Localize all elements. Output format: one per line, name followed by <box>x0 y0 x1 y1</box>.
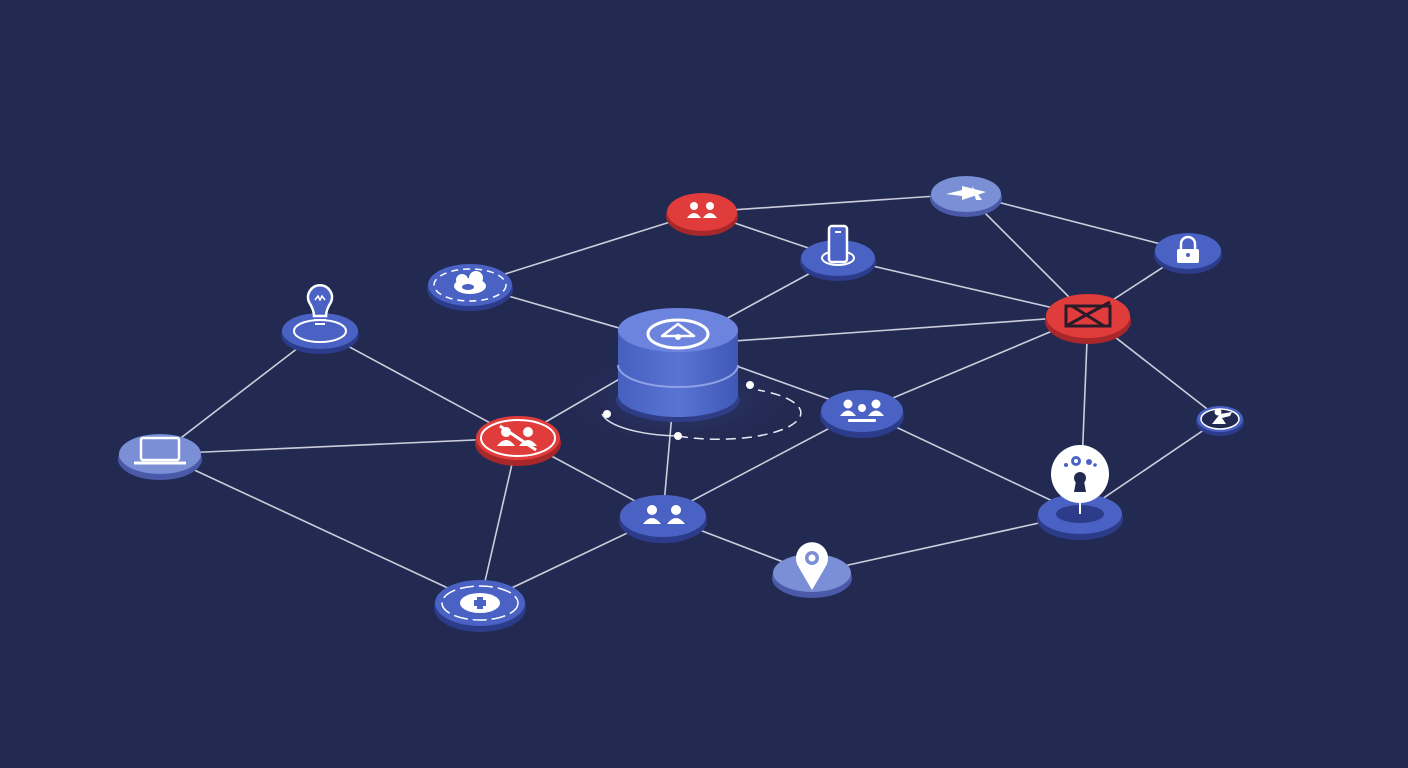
lightbulb-icon <box>306 284 334 325</box>
user-blocked-icon <box>497 424 537 452</box>
edge-idea-laptop <box>159 330 321 455</box>
node-group-meeting[interactable] <box>820 390 904 438</box>
edge-group-meeting-security-key <box>861 410 1081 515</box>
node-security-key[interactable] <box>1037 445 1123 540</box>
orbit-dot <box>603 410 611 418</box>
hub-orbit <box>601 381 802 440</box>
node-support[interactable] <box>1196 406 1244 436</box>
gear-icon <box>1064 456 1097 467</box>
paper-plane-icon <box>946 186 986 200</box>
laptop-icon <box>134 436 186 465</box>
edge-idea-no-access <box>319 330 519 439</box>
node-medical[interactable] <box>434 580 526 632</box>
edge-send-blocked <box>965 193 1089 317</box>
node-team-red[interactable] <box>666 193 738 236</box>
cloud-icon <box>454 271 486 294</box>
smartphone-icon <box>821 224 855 266</box>
edge-location-security-key <box>811 513 1081 574</box>
edge-laptop-no-access <box>159 437 519 455</box>
edge-team-red-send <box>701 193 967 213</box>
orbit-dot <box>746 381 754 389</box>
node-idea[interactable] <box>281 284 359 354</box>
node-no-access[interactable] <box>475 416 561 466</box>
orbit-dot <box>674 432 682 440</box>
node-blocked[interactable] <box>1045 294 1131 344</box>
node-lock[interactable] <box>1154 233 1222 274</box>
map-pin-icon <box>795 542 828 590</box>
edge-mobile-device-blocked <box>837 257 1089 317</box>
node-cloud[interactable] <box>427 264 513 311</box>
edge-team-red-cloud <box>469 211 703 286</box>
node-send[interactable] <box>930 176 1002 217</box>
node-location[interactable] <box>772 542 852 598</box>
node-users[interactable] <box>619 495 707 543</box>
users-icon <box>687 202 717 218</box>
x-mark-icon <box>1064 300 1112 328</box>
node-mobile-device[interactable] <box>800 224 876 281</box>
wrench-icon <box>1212 408 1232 424</box>
node-database[interactable] <box>616 308 740 422</box>
padlock-icon <box>1177 235 1199 263</box>
keyhole-icon <box>1051 445 1109 503</box>
edge-laptop-medical <box>159 453 481 604</box>
edge-send-lock <box>965 193 1189 252</box>
database-cylinder-icon <box>646 318 710 350</box>
plus-icon <box>460 593 500 613</box>
node-laptop[interactable] <box>118 434 202 480</box>
edge-database-blocked <box>677 315 1089 346</box>
group-icon <box>840 399 884 422</box>
users-icon <box>643 505 685 524</box>
